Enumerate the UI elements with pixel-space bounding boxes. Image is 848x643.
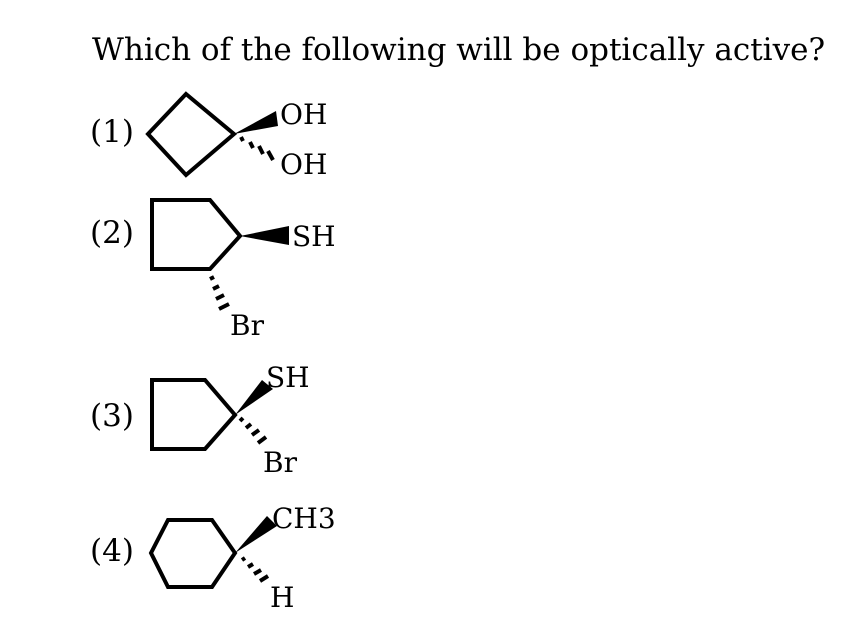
hashed-bond bbox=[240, 556, 270, 583]
substituent-oh-bottom: OH bbox=[280, 148, 327, 181]
wedge-bond bbox=[234, 111, 278, 134]
option-3-label: (3) bbox=[90, 398, 134, 434]
substituent-sh: SH bbox=[292, 220, 336, 253]
option-1-label: (1) bbox=[90, 114, 134, 150]
hashed-bond bbox=[239, 136, 275, 161]
option-4-label: (4) bbox=[90, 533, 134, 569]
structure-1: OH OH bbox=[145, 91, 327, 181]
substituent-oh-top: OH bbox=[280, 98, 327, 131]
hashed-bond bbox=[209, 275, 230, 311]
structure-2: SH Br bbox=[150, 198, 336, 342]
structure-3: SH Br bbox=[150, 361, 310, 479]
cyclohexane-ring bbox=[148, 518, 238, 589]
structure-4: CH3 H bbox=[148, 502, 336, 614]
substituent-ch3: CH3 bbox=[272, 502, 336, 535]
wedge-bond bbox=[235, 516, 277, 553]
substituent-br: Br bbox=[230, 309, 265, 342]
hashed-bond bbox=[238, 416, 268, 445]
cyclopentane-ring bbox=[150, 378, 238, 451]
question-text: Which of the following will be optically… bbox=[92, 32, 826, 68]
cyclobutane-ring bbox=[145, 91, 238, 178]
substituent-h: H bbox=[270, 581, 294, 614]
cyclopentane-ring bbox=[150, 198, 243, 271]
substituent-sh: SH bbox=[266, 361, 310, 394]
option-2-label: (2) bbox=[90, 215, 134, 251]
substituent-br: Br bbox=[263, 446, 298, 479]
wedge-bond bbox=[240, 226, 289, 245]
wedge-bond bbox=[235, 380, 273, 415]
